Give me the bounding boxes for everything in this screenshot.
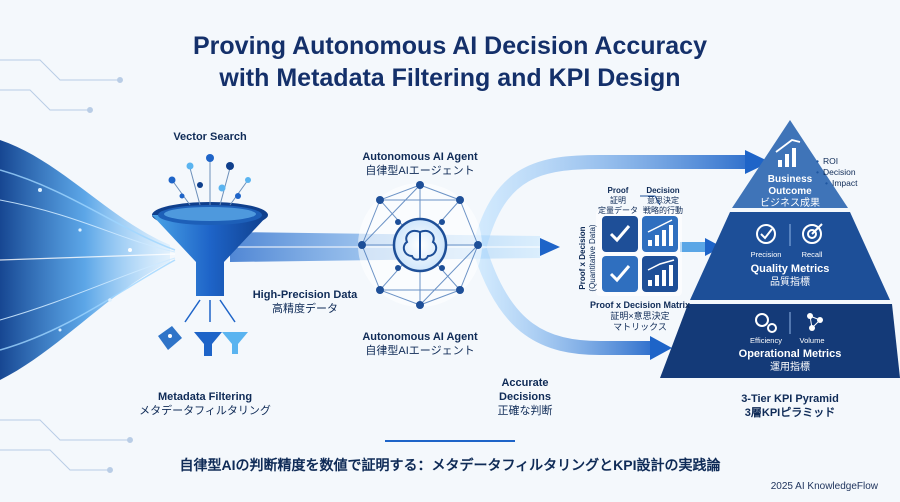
efficiency-label: Efficiency [750, 336, 782, 345]
target-recall-icon [802, 223, 823, 244]
footer-credit: 2025 AI KnowledgeFlow [770, 481, 878, 492]
matrix-caption: Proof x Decision Matrix 証明×意思決定 マトリックス [589, 300, 691, 332]
pyramid-caption: 3-Tier KPI Pyramid 3層KPIピラミッド [741, 393, 839, 419]
vector-search-label: Vector Search [173, 131, 247, 143]
matrix-axis-label: Proof x Decision (Quantitative Data) [578, 224, 597, 292]
target-check-icon [756, 224, 776, 244]
filter-icons [158, 299, 248, 356]
footer-subtitle: 自律型AIの判断精度を数値で証明する：メタデータフィルタリングとKPI設計の実践… [179, 457, 721, 473]
funnel-icon [152, 202, 268, 296]
volume-label: Volume [799, 336, 825, 345]
arrow-to-matrix [540, 238, 560, 256]
check-icon-2 [609, 265, 631, 283]
brain-icon [402, 230, 438, 261]
growth-chart-icon [775, 139, 801, 167]
gear-icon [755, 313, 777, 333]
arrow-to-pyramid [705, 238, 722, 256]
accurate-decisions-label: Accurate Decisions 正確な判断 [497, 377, 553, 417]
bar-chart-icon-2 [647, 259, 675, 286]
bar-chart-icon [647, 219, 673, 246]
title-line-2: with Metadata Filtering and KPI Design [219, 64, 681, 92]
arrow-bottom [473, 247, 650, 355]
arrow-top [473, 155, 745, 247]
title-line-1: Proving Autonomous AI Decision Accuracy [193, 32, 707, 60]
matrix-proof-header: Proof 証明 定量データ [598, 186, 638, 215]
network-nodes-icon [807, 313, 823, 331]
matrix-decision-header: Decision 意思決定 戦略的行動 [643, 186, 683, 215]
high-precision-label: High-Precision Data 高精度データ [252, 289, 358, 315]
recall-label: Recall [801, 250, 823, 259]
check-icon [609, 225, 631, 243]
bullet-continuation: Impact [816, 178, 858, 189]
tier-business: Business Outcome ビジネス成果 [760, 174, 820, 209]
precision-label: Precision [750, 250, 782, 259]
agent-label-bottom: Autonomous AI Agent 自律型AIエージェント [362, 331, 478, 357]
circuit-lines [0, 59, 133, 473]
vector-dots [168, 154, 251, 206]
tier-quality: Quality Metrics 品質指標 [750, 263, 830, 288]
business-bullets: ROI Decision Impact [816, 156, 858, 189]
page-title: Proving Autonomous AI Decision Accuracy … [0, 30, 900, 94]
data-stream [0, 140, 176, 380]
tier-operational: Operational Metrics 運用指標 [738, 348, 842, 373]
metadata-filtering-label: Metadata Filtering メタデータフィルタリング [139, 391, 271, 417]
agent-label-top: Autonomous AI Agent 自律型AIエージェント [362, 151, 478, 177]
